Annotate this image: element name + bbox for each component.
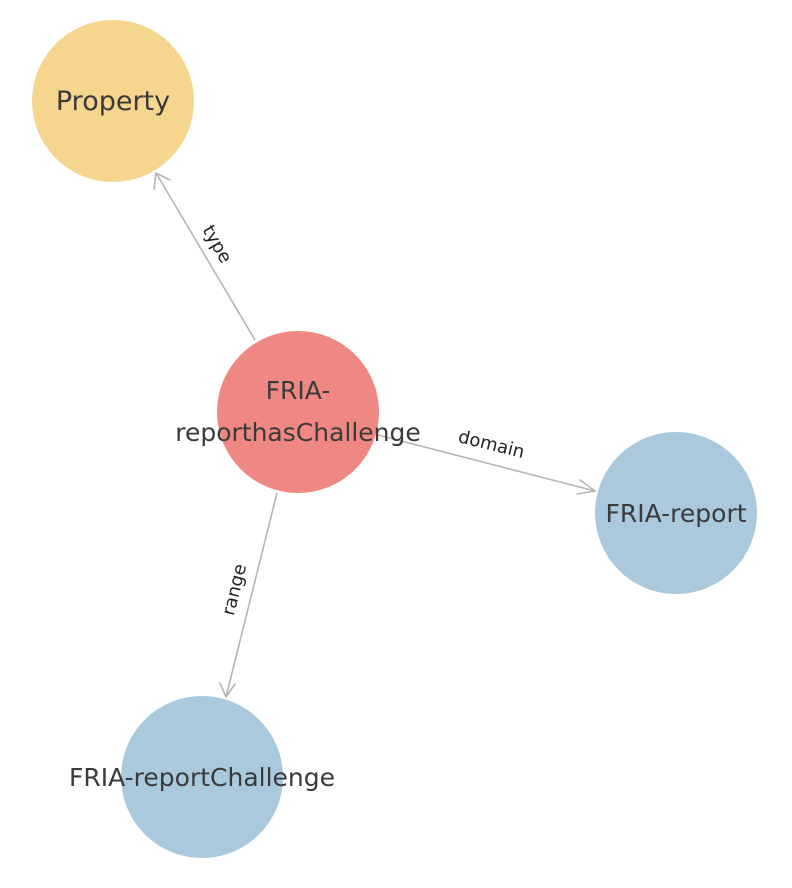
edge-range-line <box>225 492 278 698</box>
node-fria-report[interactable]: FRIA-report <box>595 432 757 594</box>
edge-type-label: type <box>198 222 236 267</box>
edge-type-line <box>155 172 256 341</box>
edge-range: range <box>218 492 278 699</box>
node-property-label: Property <box>56 86 170 117</box>
node-fria-report-label: FRIA-report <box>605 499 746 528</box>
node-fria-reporthaschallenge-circle[interactable] <box>217 331 379 493</box>
node-fria-reporthaschallenge-label-line1: FRIA- <box>266 376 331 405</box>
edge-domain-line <box>377 434 596 492</box>
node-property[interactable]: Property <box>32 20 194 182</box>
edge-range-arrowhead <box>219 682 236 699</box>
node-fria-reporthaschallenge-label-line2: reporthasChallenge <box>175 418 421 447</box>
node-fria-reportchallenge[interactable]: FRIA-reportChallenge <box>69 696 335 858</box>
node-fria-reporthaschallenge[interactable]: FRIA- reporthasChallenge <box>175 331 421 493</box>
node-property-circle[interactable] <box>32 20 194 182</box>
edge-type: type <box>153 171 256 341</box>
edge-type-arrowhead <box>153 171 171 190</box>
node-fria-report-circle[interactable] <box>595 432 757 594</box>
edge-range-label: range <box>218 562 251 618</box>
node-fria-reportchallenge-circle[interactable] <box>121 696 283 858</box>
node-fria-reportchallenge-label: FRIA-reportChallenge <box>69 763 335 792</box>
edge-domain-arrowhead <box>576 479 598 495</box>
